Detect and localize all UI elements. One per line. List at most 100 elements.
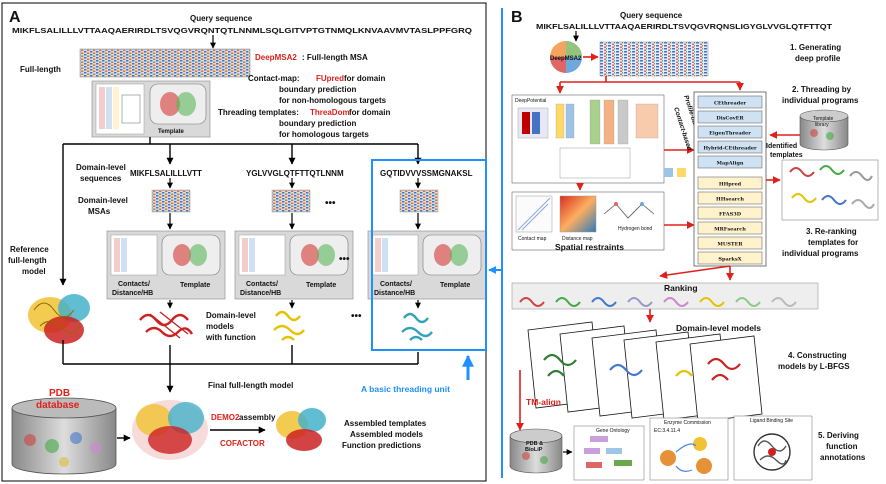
domain-models-label-3: with function [205,333,256,342]
program-box [697,251,763,265]
contacts-label-3b: Distance/HB [374,290,415,297]
program-box [697,95,763,109]
b-ranking-models [519,297,797,307]
domain-level-msas-1: Domain-level [78,196,128,205]
full-length-msa [79,48,251,78]
b-msa [599,41,709,77]
method-box-3 [367,230,487,300]
contact-map-line1-b: for domain [344,74,385,83]
template-label-top: Template [158,129,185,135]
assembly-label: assembly [239,413,276,422]
b-distance-map-label: Distance map [562,236,593,242]
dots-method: ••• [339,254,350,265]
reference-label-3: model [22,267,46,276]
contacts-label-1b: Distance/HB [112,290,153,297]
program-box [697,155,763,169]
b-template-library-1: Template [813,116,834,122]
step3-line1: 3. Re-ranking [806,227,857,236]
cofactor-label: COFACTOR [220,439,265,448]
step5-line3: annotations [820,453,866,462]
program-label: HHsearch [716,197,744,203]
reference-full-length-model [28,294,90,344]
program-box [697,221,763,235]
contacts-label-2b: Distance/HB [240,290,281,297]
b-hbond-label: Hydrogen bond [618,226,652,232]
program-label: MUSTER [717,242,743,248]
domain-seq-3: GQTIDVVVSSMGNAKSL [380,169,473,178]
step4-line1: 4. Constructing [788,351,847,360]
demo2-label: DEMO2 [211,413,240,422]
program-label: EigenThreader [709,131,751,137]
query-sequence-label: Query sequence [190,14,253,23]
b-programs-list: CEthreaderDisCovEREigenThreaderHybrid-CE… [697,95,763,265]
threading-line2: boundary prediction [279,119,356,128]
b-spatial-restraints-label: Spatial restraints [555,242,624,252]
program-label: MRFsearch [714,227,746,233]
b-ranking-bar [511,282,819,310]
domain-seq-1: MIKFLSALILLLVTT [130,169,202,178]
method-box-1 [106,230,226,300]
threadom-label: ThreaDom [310,108,350,117]
threading-line1-b: for domain [349,108,390,117]
b-biolip-label: BioLiP [525,447,543,453]
b-identified-templates [781,159,879,221]
b-ligand-label: Ligand Binding Site [750,418,793,424]
program-box [697,125,763,139]
b-query-sequence: MIKFLSALILLLVTTAAQAERIRDLTSVQGVRQNSLIGYG… [536,22,832,31]
program-label: HHpred [719,182,742,188]
b-gene-ontology-label: Gene Ontology [596,428,630,434]
fupred-label: FUpred [316,74,344,83]
b-contact-swatch [664,168,673,177]
program-label: SparksX [718,257,741,263]
dots-msa: ••• [325,198,336,209]
panel-a-letter: A [9,9,21,26]
step5-line2: function [826,442,858,451]
b-identified-1: Identified [766,143,797,150]
dots-model: ••• [351,311,362,322]
program-label: FFAS3D [719,212,742,218]
step5-line1: 5. Deriving [818,431,859,440]
b-enzyme-box [649,417,729,481]
domain-models-label-1: Domain-level [206,311,256,320]
b-domain-model-stack [527,321,763,423]
step3-line3: individual programs [782,249,859,258]
program-label: MapAlign [716,161,743,167]
contacts-label-3a: Contacts/ [380,281,412,288]
b-deeppotential-label: DeepPotential [515,98,546,104]
step1-line2: deep profile [795,54,841,63]
assembled-models: Assembled models [350,430,423,439]
panel-b-letter: B [511,9,523,26]
domain-model-3 [401,312,433,341]
domain-model-2 [273,310,305,341]
b-gene-ontology-box [573,425,645,481]
b-pdb-label: PDB & [526,441,543,447]
step4-line2: models by L-BFGS [778,362,850,371]
program-label: CEthreader [714,101,746,107]
function-predictions: Function predictions [342,441,422,450]
program-label: Hybrid-CEthreader [703,146,757,152]
b-template-library-2: library [815,122,829,128]
domain-models-label-2: models [206,322,235,331]
contacts-label-2a: Contacts/ [246,281,278,288]
b-pdb-biolip-db [509,428,563,474]
domain-level-sequences-2: sequences [80,174,122,183]
final-model-label: Final full-length model [208,381,293,390]
program-box [697,110,763,124]
deepmsa2-label: DeepMSA2 [255,53,297,62]
step2-line1: 2. Threading by [792,85,852,94]
domain-level-msas-2: MSAs [88,207,111,216]
b-ec-number: EC:3.4.11.4 [654,428,680,434]
assembly-model [132,400,208,460]
program-box [697,140,763,154]
program-box [697,236,763,250]
b-domain-models-label: Domain-level models [676,323,761,333]
b-enzyme-label: Enzyme Commission [664,420,711,426]
basic-threading-unit-box [371,159,487,351]
domain-seq-2: YGLVVGLQTFTTQTLNNM [246,169,344,178]
assembled-templates: Assembled templates [344,419,427,428]
b-ligand-box [733,415,813,481]
template-label-3: Template [440,282,470,289]
pdb-database [11,397,117,475]
final-assembled-model [276,408,326,451]
